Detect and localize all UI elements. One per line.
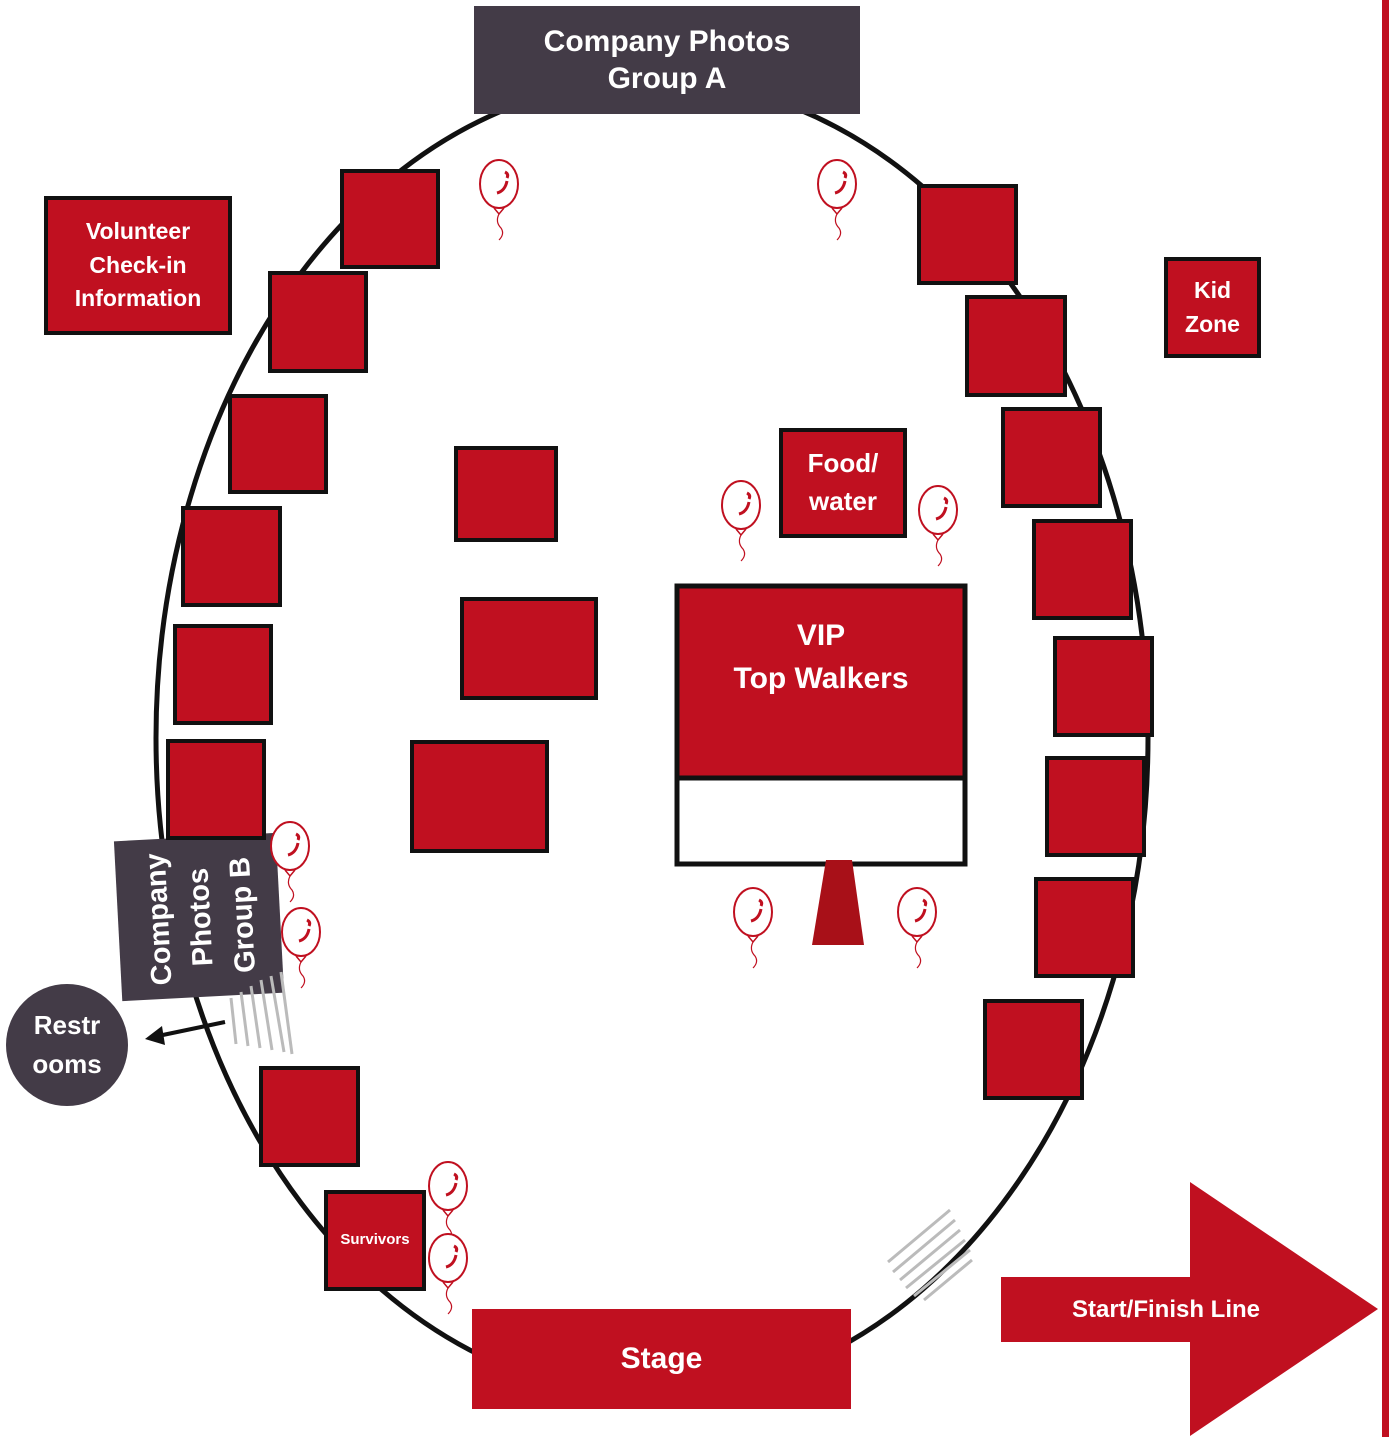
red-carpet	[812, 860, 864, 945]
balloon-icon	[896, 886, 938, 970]
booth	[268, 271, 368, 373]
photos-group-a-box	[474, 6, 860, 114]
right-border	[1382, 0, 1389, 1437]
restrooms-circle	[6, 984, 128, 1106]
booth	[340, 169, 440, 269]
booth	[166, 739, 266, 840]
balloon-icon	[478, 158, 520, 242]
start-finish-label: Start/Finish Line	[1071, 1295, 1260, 1323]
survivors-label: Survivors	[324, 1190, 426, 1291]
booth	[410, 740, 549, 853]
booth	[173, 624, 273, 725]
food-water-label: Food/ water	[779, 428, 907, 538]
photos-group-b-label: Company Photos Group B	[139, 852, 262, 987]
booth	[1001, 407, 1102, 508]
barrier-stripes-right	[887, 1208, 973, 1302]
booth	[1034, 877, 1135, 978]
barrier-stripes-left	[229, 971, 294, 1055]
arrow-left-icon	[145, 1020, 226, 1045]
booth	[228, 394, 328, 494]
balloon-icon	[427, 1232, 469, 1316]
kid-zone-label: Kid Zone	[1164, 257, 1261, 358]
booth	[460, 597, 598, 700]
volunteer-check-in-label: Volunteer Check-in Information	[44, 196, 232, 335]
photos-group-b-box	[113, 832, 285, 1002]
balloon-icon	[720, 479, 762, 563]
balloon-icon	[917, 484, 959, 568]
booth	[259, 1066, 360, 1167]
booth	[181, 506, 282, 607]
stage-box	[472, 1309, 851, 1409]
vip-top-walkers-label: VIP Top Walkers	[733, 618, 909, 696]
booth	[1032, 519, 1133, 620]
booth	[917, 184, 1018, 285]
balloon-icon	[732, 886, 774, 970]
booth	[1053, 636, 1154, 737]
arrow-right-icon	[1001, 1182, 1378, 1436]
booth	[1045, 756, 1146, 857]
photos-group-a-label: Company Photos Group A	[543, 24, 791, 96]
balloon-icon	[427, 1160, 469, 1244]
balloon-icon	[816, 158, 858, 242]
booth	[454, 446, 558, 542]
restrooms-label: Restr ooms	[32, 1010, 102, 1079]
stage-label: Stage	[620, 1342, 703, 1376]
balloon-icon	[280, 906, 322, 990]
booth	[983, 999, 1084, 1100]
booth	[965, 295, 1067, 397]
vip-tent-top	[674, 583, 968, 781]
